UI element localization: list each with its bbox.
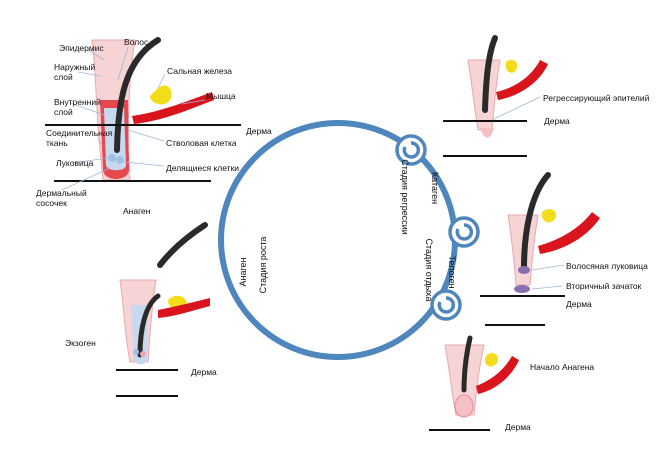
label-dermis-telogen: Дерма [566, 299, 592, 309]
label-dermis-early-anagen: Дерма [505, 422, 531, 432]
spiral-icon [395, 134, 427, 166]
catagen-follicle [467, 35, 548, 138]
anagen-follicle [91, 37, 214, 181]
label-early-anagen: Начало Анагена [530, 362, 595, 372]
early-anagen-follicle [444, 335, 519, 418]
spiral-icon [430, 289, 462, 321]
label-epidermis: Эпидермис [59, 43, 104, 53]
label-hair-bulb: Волосяная луковица [566, 261, 648, 271]
label-muscle: Мышца [206, 91, 236, 101]
label-exogen: Экзоген [65, 338, 96, 348]
exogen-follicle [119, 222, 210, 365]
label-dermis-catagen: Дерма [544, 116, 570, 126]
cycle-catagen-label: Катаген [430, 172, 440, 204]
label-inner-sheath: Внутренний слой [54, 97, 101, 117]
label-dividing-cells: Делящиеся клетки [166, 163, 240, 173]
cycle-rest-label: Стадия отдыха [424, 239, 434, 302]
cycle-labels: Катаген Стадия регрессии Телоген Стадия … [238, 159, 457, 301]
spiral-icon [448, 216, 480, 248]
cycle-anagen-label: Анаген [238, 257, 248, 286]
label-bulb: Луковица [56, 158, 94, 168]
label-anagen: Анаген [123, 206, 151, 216]
label-connective-tissue: Соединительная ткань [46, 128, 113, 148]
label-stem-cell: Стволовая клетка [166, 138, 237, 148]
label-sebaceous-gland: Сальная железа [167, 66, 232, 76]
label-outer-sheath: Наружный слой [54, 62, 96, 82]
label-dermal-papilla: Дермальный сосочек [36, 188, 87, 208]
label-dermis-anagen: Дерма [246, 126, 272, 136]
label-regressing-epithelium: Регрессирующий эпителий [543, 93, 650, 103]
cycle-telogen-label: Телоген [447, 255, 457, 288]
label-secondary-germ: Вторичный зачаток [566, 281, 642, 291]
cycle-ring [218, 120, 480, 360]
leader-line-regressing [491, 96, 541, 121]
cycle-growth-label: Стадия роста [258, 237, 268, 294]
label-hair: Волос [124, 37, 149, 47]
leader-lines-anagen [61, 46, 206, 191]
leader-lines-telogen [531, 264, 565, 290]
label-dermis-exogen: Дерма [191, 367, 217, 377]
telogen-follicle [507, 172, 600, 293]
cycle-regression-label: Стадия регрессии [400, 159, 410, 235]
